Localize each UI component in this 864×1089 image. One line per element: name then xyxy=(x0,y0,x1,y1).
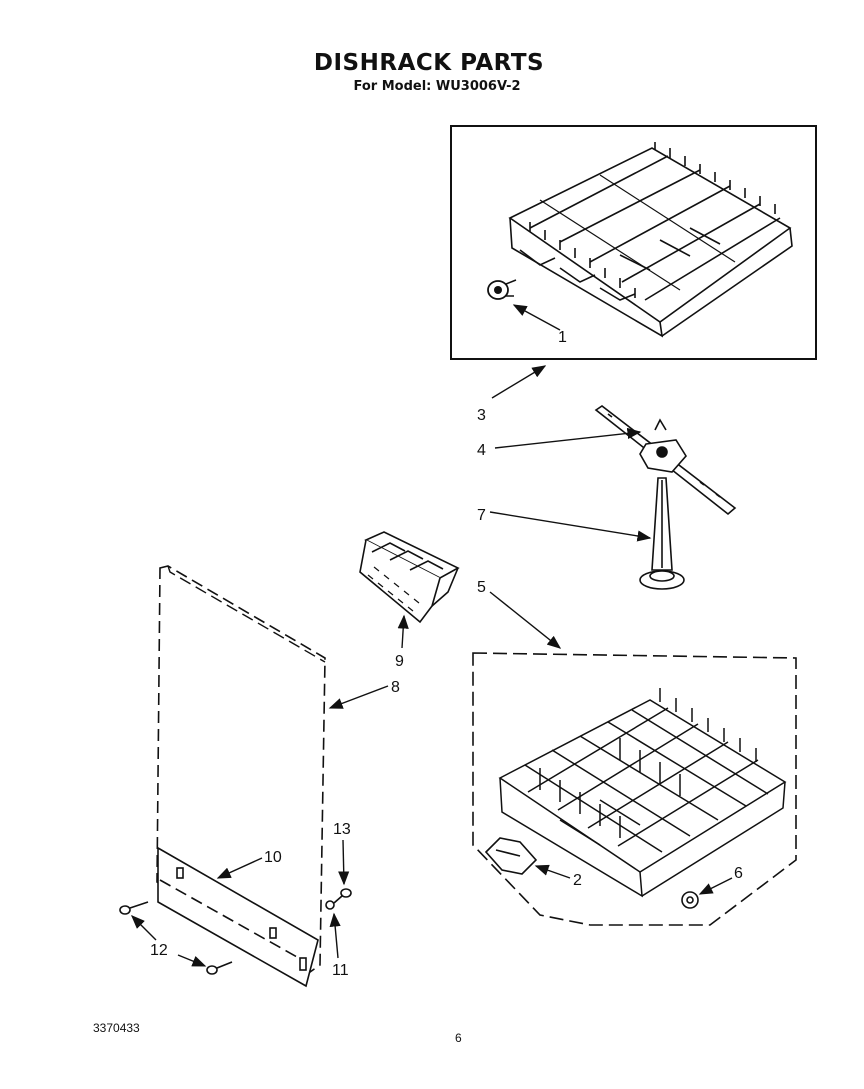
callout-5: 5 xyxy=(477,579,486,596)
callout-8-leader xyxy=(328,685,389,709)
callout-5-leader xyxy=(489,591,562,649)
callout-1: 1 xyxy=(558,329,567,346)
roller-part xyxy=(681,891,699,909)
door-panel-illustration xyxy=(156,565,326,973)
lower-rack-illustration xyxy=(498,688,787,898)
callout-12-leader-a xyxy=(131,915,157,941)
rack-wheel-part xyxy=(487,279,517,300)
callout-11: 11 xyxy=(332,962,349,979)
screw-parts xyxy=(119,901,233,975)
callout-7-leader xyxy=(489,511,652,542)
callout-12: 12 xyxy=(150,942,168,959)
rack-bumper-part xyxy=(484,837,538,875)
callout-10-leader xyxy=(216,857,263,879)
page-title: DISHRACK PARTS xyxy=(313,50,545,76)
callout-6-leader xyxy=(698,877,733,895)
callout-1-leader xyxy=(512,304,561,331)
upper-rack-illustration xyxy=(508,142,793,338)
fastener-parts xyxy=(325,888,352,910)
callout-3-leader xyxy=(491,365,547,399)
callout-13-leader xyxy=(338,839,350,886)
lower-rack-frame xyxy=(472,652,797,926)
callout-9-leader xyxy=(397,614,409,649)
upper-rack-assembly: 1 xyxy=(450,125,817,360)
callout-4-leader xyxy=(494,427,642,449)
document-number: 3370433 xyxy=(93,1021,140,1035)
callout-7: 7 xyxy=(477,507,486,524)
callout-13: 13 xyxy=(333,821,351,838)
model-subtitle: For Model: WU3006V-2 xyxy=(353,79,521,94)
callout-4: 4 xyxy=(477,442,486,459)
callout-2: 2 xyxy=(573,872,582,889)
callout-12-leader-b xyxy=(177,954,207,967)
upper-rack-frame xyxy=(450,125,817,360)
callout-8: 8 xyxy=(391,679,400,696)
trim-panel-illustration xyxy=(157,846,319,988)
spray-tower-illustration xyxy=(639,477,685,590)
callout-3: 3 xyxy=(477,407,486,424)
callout-10: 10 xyxy=(264,849,282,866)
lower-rack-assembly: 2 6 xyxy=(472,652,797,926)
callout-2-leader xyxy=(534,864,571,879)
page-number: 6 xyxy=(455,1031,462,1045)
callout-6: 6 xyxy=(734,865,743,882)
callout-9: 9 xyxy=(395,653,404,670)
silverware-basket-illustration xyxy=(359,531,460,624)
callout-11-leader xyxy=(329,912,341,959)
